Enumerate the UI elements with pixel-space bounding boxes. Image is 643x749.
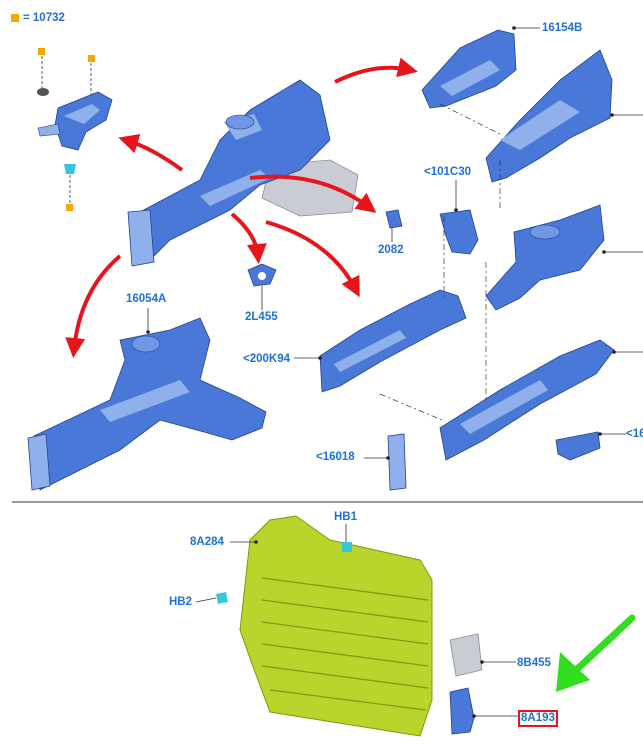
- label-16154B[interactable]: 16154B: [542, 22, 583, 34]
- label-2082[interactable]: 2082: [378, 244, 404, 256]
- panel-upper-right[interactable]: [485, 49, 643, 183]
- label-16-cut[interactable]: <16: [626, 428, 643, 440]
- fastener-HB2[interactable]: [195, 592, 228, 604]
- rail-lower-right[interactable]: [439, 339, 643, 461]
- legend: = 10732: [11, 12, 65, 24]
- clip-2082[interactable]: [385, 209, 403, 242]
- bracket-8A193[interactable]: [449, 687, 518, 735]
- label-8B455[interactable]: 8B455: [517, 657, 551, 669]
- label-101C30[interactable]: <101C30: [424, 166, 471, 178]
- label-8A193-highlighted[interactable]: 8A193: [518, 710, 558, 727]
- label-16054A[interactable]: 16054A: [126, 293, 167, 305]
- panel-16154B[interactable]: [421, 26, 540, 135]
- bracket-16018[interactable]: [364, 433, 407, 491]
- bracket-2L455[interactable]: [247, 263, 277, 310]
- label-HB2[interactable]: HB2: [169, 596, 193, 608]
- label-8A284[interactable]: 8A284: [190, 536, 224, 548]
- label-200K94[interactable]: <200K94: [243, 353, 290, 365]
- red-arrows: [65, 57, 418, 358]
- clip-icon: [64, 164, 76, 174]
- fastener-marker-icon: [66, 204, 73, 211]
- legend-text: = 10732: [23, 12, 65, 24]
- fastener-marker-icon: [88, 55, 95, 62]
- alignment-lines: [379, 160, 501, 421]
- radiator-support-8A284[interactable]: [230, 515, 433, 737]
- fastener-HB1[interactable]: [342, 524, 352, 552]
- bracket-8B455[interactable]: [449, 633, 516, 677]
- tower-assembly-right[interactable]: [485, 204, 643, 311]
- green-pointer-arrow: [556, 614, 636, 692]
- rail-assembly-16054A[interactable]: [27, 308, 267, 491]
- front-rail-assembly-center[interactable]: [127, 79, 359, 267]
- label-HB1[interactable]: HB1: [334, 511, 358, 523]
- legend-swatch: [11, 14, 19, 22]
- bracket-101C30[interactable]: [439, 180, 479, 255]
- bracket-assembly-topleft[interactable]: [37, 48, 113, 211]
- label-2L455[interactable]: 2L455: [245, 311, 278, 323]
- label-16018[interactable]: <16018: [316, 451, 355, 463]
- rail-200K94[interactable]: [294, 289, 467, 393]
- fastener-marker-icon: [38, 48, 45, 55]
